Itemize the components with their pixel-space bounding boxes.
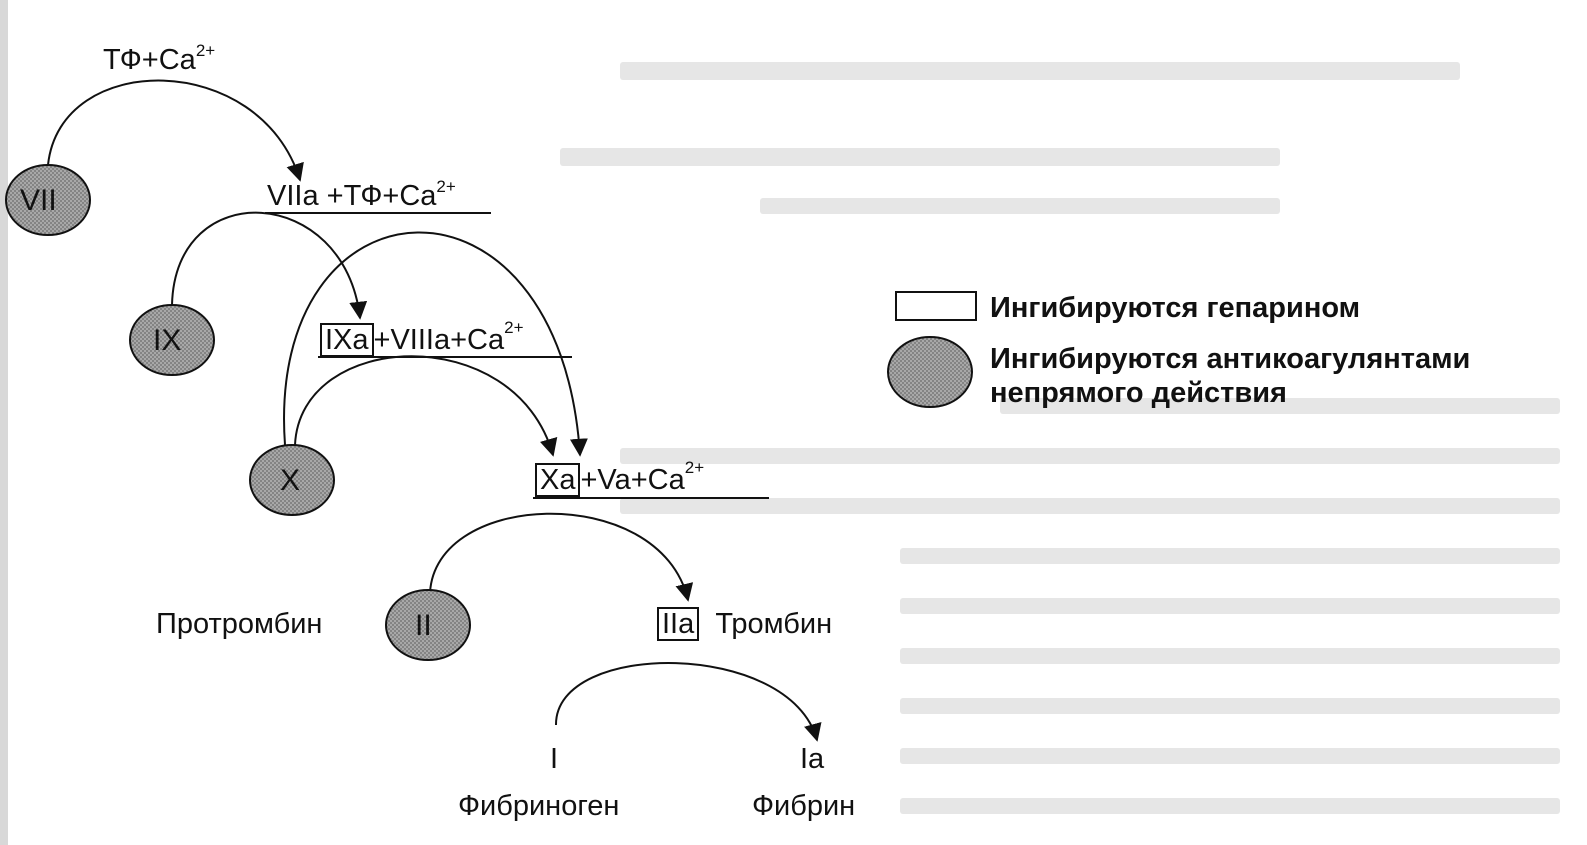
arrow-ii-to-iia: [428, 512, 694, 602]
tf-ca-text: ТФ+Ca: [103, 44, 196, 76]
factor-ix-ellipse: [129, 304, 215, 376]
viia-complex-label: VIIa +ТФ+Ca2+: [267, 178, 456, 212]
iia-heparin-box: IIa: [657, 607, 700, 642]
factor-vii-ellipse: [5, 164, 91, 236]
xa-complex-underline: [533, 497, 769, 499]
arrow-x-to-xa-long: [283, 231, 588, 457]
bleed-through-line: [560, 148, 1280, 166]
prothrombin-label: Протромбин: [156, 608, 323, 640]
bleed-through-line: [900, 698, 1560, 714]
arrow-ix-to-ixa: [171, 211, 368, 320]
ca-charge-sup: 2+: [195, 41, 216, 60]
factor-vii-label: VII: [20, 184, 57, 217]
xa-complex-text: +Va+Ca: [580, 464, 685, 496]
bleed-through-line: [620, 448, 1560, 464]
bleed-through-line: [620, 498, 1560, 514]
ca-charge-sup: 2+: [436, 177, 456, 196]
ca-charge-sup: 2+: [684, 458, 705, 477]
factor-ii-label: II: [415, 609, 432, 642]
legend-circle-icon: [887, 336, 973, 408]
ixa-complex-text: +VIIIa+Ca: [373, 324, 505, 356]
bleed-through-line: [900, 648, 1560, 664]
bleed-through-line: [900, 598, 1560, 614]
bleed-through-line: [760, 198, 1280, 214]
fibrin-label: Фибрин: [752, 790, 856, 822]
thrombin-label: Тромбин: [715, 608, 833, 640]
arrow-i-to-ia: [554, 662, 822, 742]
legend-heparin-text: Ингибируются гепарином: [990, 292, 1361, 324]
tf-ca-label: ТФ+Ca2+: [103, 42, 215, 76]
factor-ix-label: IX: [153, 324, 182, 357]
bleed-through-line: [900, 748, 1560, 764]
bleed-through-line: [1000, 398, 1560, 414]
bleed-through-line: [900, 548, 1560, 564]
factor-ia-label: Ia: [800, 743, 825, 775]
ixa-complex-label: IXa+VIIIa+Ca2+: [320, 319, 524, 358]
xa-complex-label: Xa+Va+Ca2+: [535, 459, 704, 498]
legend-box-icon: [895, 291, 977, 321]
legend-indirect-text-2: непрямого действия: [990, 377, 1287, 409]
page-edge-strip: [0, 0, 8, 845]
viia-complex-underline: [265, 212, 491, 214]
factor-i-label: I: [550, 743, 559, 775]
bleed-through-line: [620, 62, 1460, 80]
viia-complex-text: VIIa +ТФ+Ca: [267, 180, 437, 212]
factor-ii-ellipse: [385, 589, 471, 661]
arrow-vii-to-viia: [47, 79, 304, 182]
ca-charge-sup: 2+: [504, 318, 524, 337]
ixa-heparin-box: IXa: [320, 323, 374, 358]
xa-heparin-box: Xa: [535, 463, 581, 498]
arrow-x-to-xa-short: [294, 355, 558, 457]
bleed-through-line: [900, 798, 1560, 814]
legend-indirect-text-1: Ингибируются антикоагулянтами: [990, 343, 1471, 375]
fibrinogen-label: Фибриноген: [458, 790, 620, 822]
ixa-complex-underline: [318, 356, 572, 358]
factor-x-label: X: [280, 464, 301, 497]
factor-x-ellipse: [249, 444, 335, 516]
thrombin-group: IIa Тромбин: [657, 607, 833, 642]
